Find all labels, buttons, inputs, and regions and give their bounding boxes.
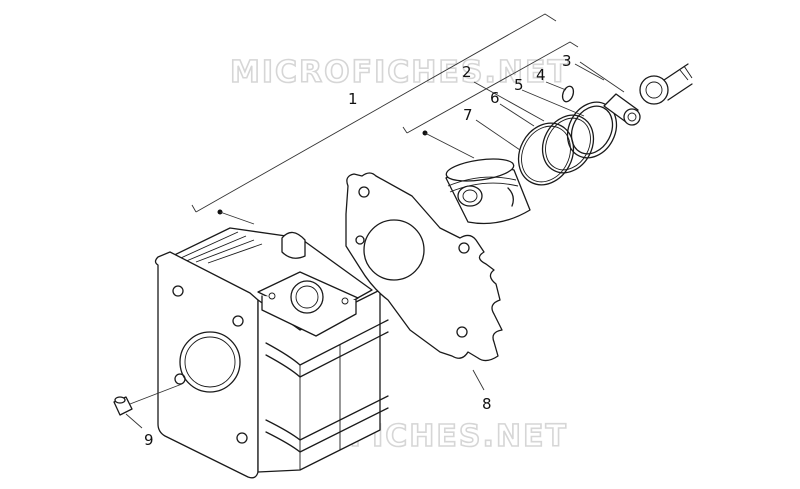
piston-pin bbox=[603, 93, 641, 126]
callout-2: 2 bbox=[462, 63, 472, 81]
callout-1: 1 bbox=[348, 90, 358, 108]
bracket-part-2 bbox=[402, 41, 579, 159]
callout-4: 4 bbox=[536, 66, 546, 84]
piston bbox=[445, 158, 531, 225]
watermark-top: MICROFICHES.NET bbox=[230, 55, 570, 90]
piston-ring-6 bbox=[517, 122, 575, 186]
callout-9: 9 bbox=[144, 431, 154, 449]
circlip bbox=[561, 85, 575, 103]
callout-5: 5 bbox=[514, 76, 524, 94]
callout-3: 3 bbox=[562, 52, 572, 70]
dowel-pin bbox=[113, 383, 183, 429]
connecting-rod-small-end bbox=[639, 63, 693, 105]
piston-ring-5 bbox=[541, 114, 595, 174]
bracket-part-1 bbox=[191, 13, 557, 225]
cylinder-block bbox=[154, 227, 389, 479]
callout-8: 8 bbox=[482, 395, 492, 413]
leader-lines bbox=[473, 61, 625, 151]
cylinder-gasket bbox=[345, 172, 503, 391]
callout-7: 7 bbox=[463, 106, 473, 124]
callout-6: 6 bbox=[490, 89, 500, 107]
